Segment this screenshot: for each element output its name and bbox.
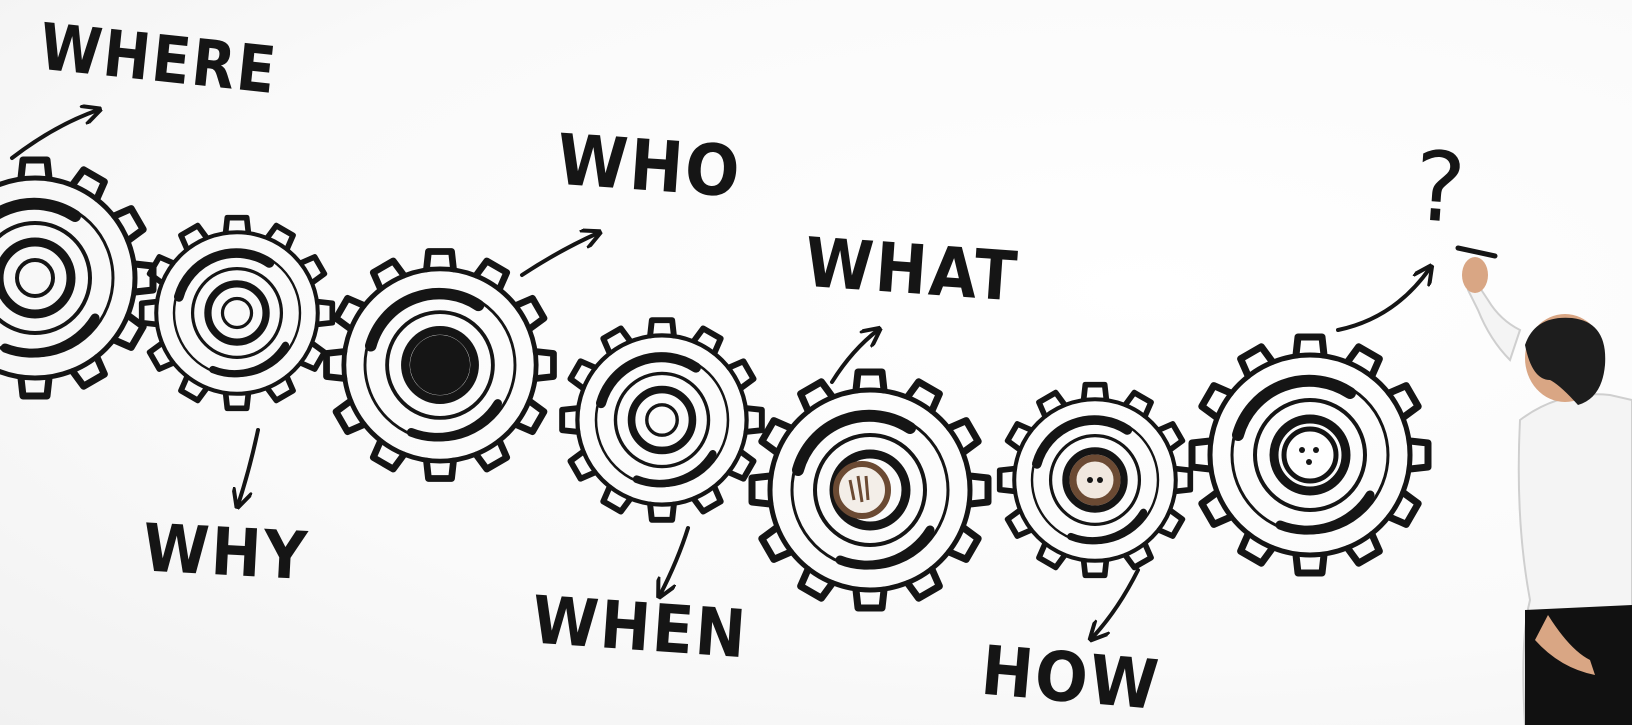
arrow-icon: [660, 528, 688, 595]
label-how: HOW: [978, 630, 1163, 725]
arrow-icon: [12, 110, 98, 158]
arrow-icon: [522, 233, 598, 275]
label-when: WHEN: [530, 582, 750, 674]
label-what: WHAT: [802, 222, 1021, 317]
gear-icon: [0, 160, 153, 396]
question-mark: ?: [1410, 130, 1471, 245]
label-why: WHY: [141, 510, 311, 596]
person-figure: [1458, 248, 1632, 725]
gear-icon: [562, 320, 762, 520]
label-who: WHO: [554, 120, 744, 214]
arrow-icon: [238, 430, 258, 505]
arrow-icon: [1338, 268, 1430, 330]
gear-icon: [142, 218, 333, 409]
arrow-icon: [1092, 570, 1138, 638]
gear-hub-details: [410, 335, 1336, 516]
